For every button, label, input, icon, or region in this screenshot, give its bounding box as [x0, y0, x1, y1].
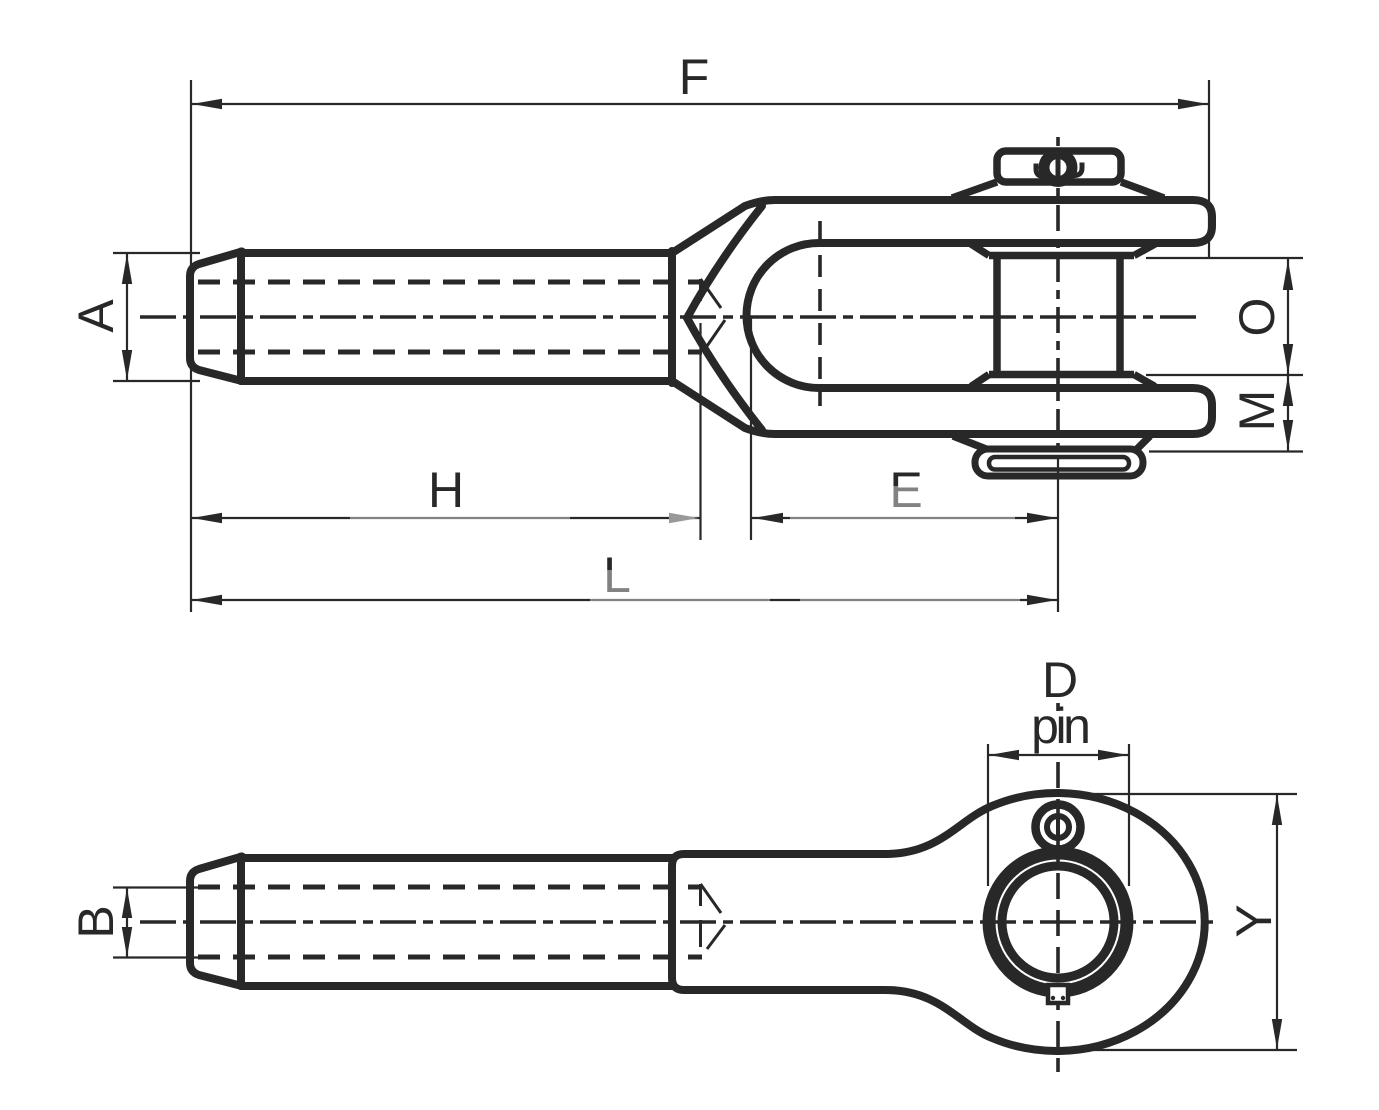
svg-text:p: p: [1031, 698, 1059, 754]
svg-text:A: A: [68, 299, 124, 333]
svg-text:M: M: [1229, 390, 1285, 432]
svg-text:F: F: [679, 49, 710, 105]
svg-text:O: O: [1229, 298, 1285, 337]
svg-text:E: E: [889, 462, 922, 518]
svg-text:B: B: [68, 905, 124, 938]
svg-text:L: L: [603, 547, 631, 603]
svg-text:H: H: [428, 462, 464, 518]
svg-text:i: i: [1055, 698, 1066, 754]
svg-text:Y: Y: [1226, 904, 1282, 937]
svg-text:D: D: [1042, 652, 1078, 708]
svg-text:n: n: [1063, 698, 1091, 754]
